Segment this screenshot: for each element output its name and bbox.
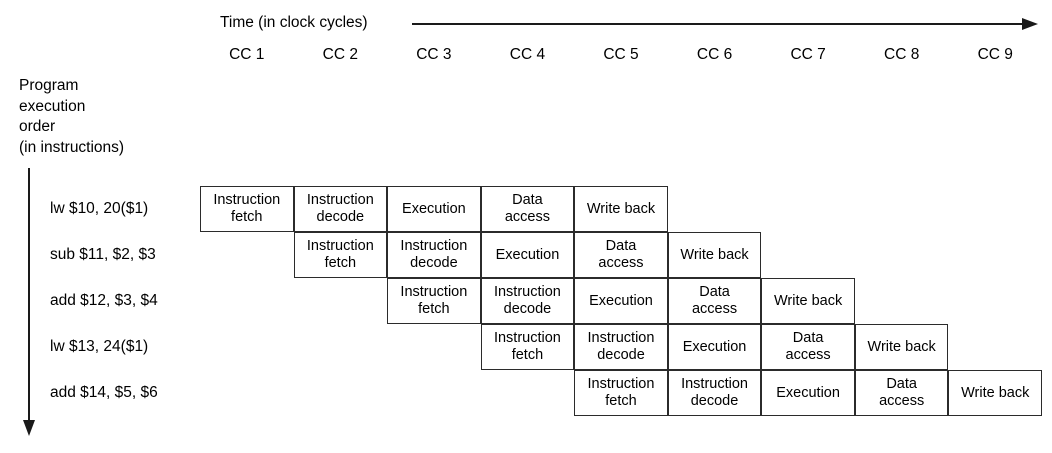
pipeline-row: Instruction fetch Instruction decode Execu… bbox=[200, 186, 1042, 232]
pipeline-stage-cell-if: Instruction fetch bbox=[480, 324, 575, 370]
instruction-label-4: lw $13, 24($1) bbox=[50, 338, 149, 355]
pipeline-stage-label: Data access bbox=[504, 192, 550, 225]
pipeline-stage-cell-mem: Data access bbox=[574, 232, 668, 278]
pipeline-stage-cell-wb: Write back bbox=[854, 324, 949, 370]
program-order-line-4: (in instructions) bbox=[19, 138, 125, 156]
pipeline-stage-label: Execution bbox=[495, 246, 560, 263]
pipeline-stage-label: Data access bbox=[785, 330, 831, 363]
cc-tick-3: CC 3 bbox=[416, 46, 452, 63]
pipeline-stage-cell-id: Instruction decode bbox=[293, 186, 388, 232]
pipeline-stage-label: Instruction decode bbox=[400, 238, 468, 271]
pipeline-stage-cell-mem: Data access bbox=[761, 324, 855, 370]
pipeline-stage-label: Execution bbox=[682, 338, 747, 355]
pipeline-stage-cell-ex: Execution bbox=[574, 278, 668, 324]
pipeline-stage-label: Write back bbox=[680, 246, 749, 263]
pipeline-stage-cell-ex: Execution bbox=[387, 186, 481, 232]
pipeline-stage-cell-mem: Data access bbox=[480, 186, 575, 232]
pipeline-row: Instruction fetch Instruction decode Execu… bbox=[200, 370, 1042, 416]
pipeline-stage-label: Instruction fetch bbox=[493, 330, 561, 363]
time-axis-label: Time (in clock cycles) bbox=[220, 14, 368, 31]
pipeline-stage-cell-id: Instruction decode bbox=[480, 278, 575, 324]
pipeline-stage-label: Execution bbox=[776, 384, 840, 401]
cc-tick-6: CC 6 bbox=[696, 46, 733, 63]
pipeline-stage-label: Data access bbox=[598, 238, 644, 271]
instruction-label-2: sub $11, $2, $3 bbox=[50, 246, 156, 263]
pipeline-stage-cell-ex: Execution bbox=[480, 232, 575, 278]
pipeline-stage-cell-ex: Execution bbox=[761, 370, 855, 416]
pipeline-stage-cell-if: Instruction fetch bbox=[387, 278, 481, 324]
program-order-line-1: Program bbox=[19, 77, 79, 94]
pipeline-stage-label: Write back bbox=[773, 292, 843, 309]
program-order-line-2: execution bbox=[19, 97, 86, 115]
pipeline-row: Instruction fetch Instruction decode Execu… bbox=[200, 278, 1042, 324]
down-arrow-icon bbox=[23, 168, 35, 436]
pipeline-stage-cell-mem: Data access bbox=[667, 278, 762, 324]
cc-tick-8: CC 8 bbox=[884, 46, 920, 63]
pipeline-stage-label: Execution bbox=[589, 292, 653, 309]
pipeline-stage-label: Instruction fetch bbox=[587, 376, 655, 409]
pipeline-stage-label: Data access bbox=[691, 284, 738, 317]
cc-tick-1: CC 1 bbox=[229, 46, 265, 63]
pipeline-stage-cell-wb: Write back bbox=[667, 232, 762, 278]
pipeline-stage-cell-if: Instruction fetch bbox=[293, 232, 388, 278]
cc-tick-7: CC 7 bbox=[790, 46, 826, 63]
pipeline-stage-label: Execution bbox=[402, 200, 466, 217]
cc-tick-4: CC 4 bbox=[509, 46, 546, 63]
pipeline-stage-label: Instruction fetch bbox=[400, 284, 468, 317]
cc-tick-9: CC 9 bbox=[977, 46, 1013, 63]
right-arrow-icon bbox=[412, 18, 1038, 30]
pipeline-stage-cell-id: Instruction decode bbox=[387, 232, 481, 278]
program-order-line-3: order bbox=[19, 118, 56, 135]
cc-tick-2: CC 2 bbox=[322, 46, 358, 63]
pipeline-stage-label: Write back bbox=[867, 338, 936, 355]
instruction-label-1: lw $10, 20($1) bbox=[50, 200, 149, 217]
pipeline-row: Instruction fetch Instruction decode Execu… bbox=[200, 324, 1042, 370]
pipeline-stage-label: Data access bbox=[879, 376, 925, 409]
pipeline-stage-label: Instruction fetch bbox=[213, 192, 281, 225]
cc-tick-5: CC 5 bbox=[603, 46, 639, 63]
pipeline-stage-cell-if: Instruction fetch bbox=[200, 186, 294, 232]
pipeline-row: Instruction fetch Instruction decode Execu… bbox=[200, 232, 1042, 278]
pipeline-stage-cell-ex: Execution bbox=[667, 324, 762, 370]
pipeline-stage-cell-if: Instruction fetch bbox=[574, 370, 668, 416]
program-execution-order-label: Program execution order (in instructions… bbox=[19, 76, 124, 158]
pipeline-stage-label: Instruction decode bbox=[306, 192, 374, 225]
pipeline-stage-label: Instruction fetch bbox=[306, 238, 374, 271]
pipeline-stage-label: Instruction decode bbox=[587, 330, 655, 363]
pipeline-stage-cell-wb: Write back bbox=[761, 278, 855, 324]
pipeline-stage-cell-wb: Write back bbox=[574, 186, 668, 232]
pipeline-stage-label: Instruction decode bbox=[493, 284, 561, 317]
pipeline-stage-cell-id: Instruction decode bbox=[574, 324, 668, 370]
pipeline-stage-cell-wb: Write back bbox=[948, 370, 1042, 416]
clock-cycle-tick-row: CC 1 CC 2 CC 3 CC 4 CC 5 CC 6 CC 7 CC 8 … bbox=[200, 44, 1042, 66]
pipeline-stage-cell-id: Instruction decode bbox=[667, 370, 762, 416]
instruction-label-column: lw $10, 20($1) sub $11, $2, $3 add $12, … bbox=[50, 186, 200, 416]
instruction-label-5: add $14, $5, $6 bbox=[50, 384, 158, 401]
pipeline-stage-label: Instruction decode bbox=[681, 376, 748, 409]
instruction-label-3: add $12, $3, $4 bbox=[50, 292, 158, 309]
pipeline-stage-label: Write back bbox=[961, 384, 1030, 401]
pipeline-stage-cell-mem: Data access bbox=[854, 370, 949, 416]
pipeline-stage-label: Write back bbox=[586, 200, 656, 217]
